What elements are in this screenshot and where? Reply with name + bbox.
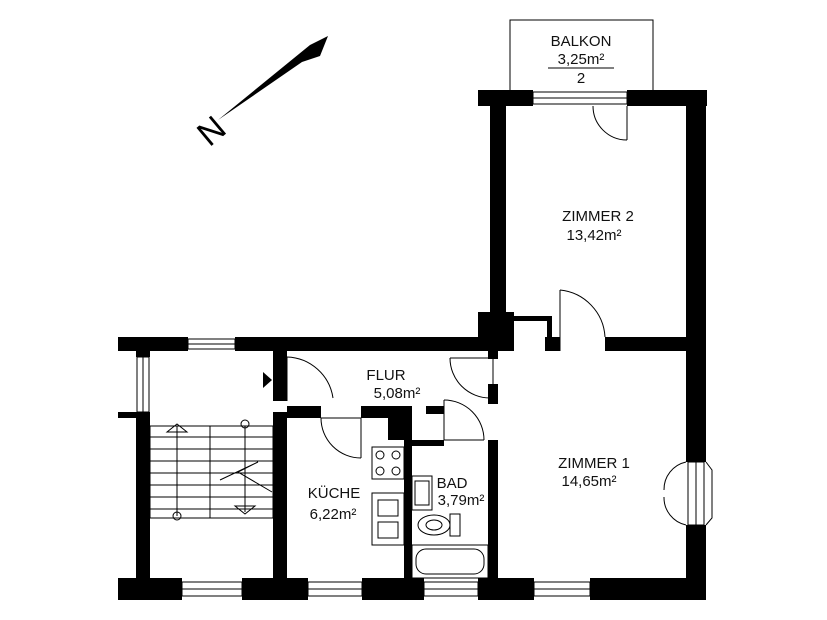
zimmer1-area: 14,65m² [561, 473, 616, 490]
outer-walls [118, 90, 707, 600]
zimmer2-area: 13,42m² [566, 227, 621, 244]
kueche-name: KÜCHE [308, 484, 361, 502]
flur-name: FLUR [366, 367, 405, 384]
room-balkon: BALKON 3,25m² 2 [548, 33, 614, 87]
room-bad: BAD 3,79m² [437, 475, 485, 509]
bad-area: 3,79m² [438, 492, 485, 509]
room-zimmer-1: ZIMMER 1 14,65m² [558, 455, 630, 490]
staircase [149, 419, 274, 521]
kueche-area: 6,22m² [310, 506, 357, 523]
bad-name: BAD [437, 475, 468, 492]
balcony [509, 19, 654, 90]
balkon-area: 3,25m² [558, 51, 605, 68]
zimmer2-name: ZIMMER 2 [562, 208, 634, 225]
kitchen-fixtures [371, 446, 405, 546]
zimmer1-name: ZIMMER 1 [558, 455, 630, 472]
bath-fixtures [411, 475, 489, 579]
room-flur: FLUR 5,08m² [366, 367, 420, 402]
flur-area: 5,08m² [374, 385, 421, 402]
north-label: N [190, 109, 233, 154]
doors [263, 105, 687, 526]
north-arrow-icon: N [190, 36, 328, 154]
balkon-index: 2 [577, 70, 585, 87]
balkon-name: BALKON [551, 33, 612, 50]
room-zimmer-2: ZIMMER 2 13,42m² [562, 208, 634, 244]
windows [136, 91, 713, 597]
room-kueche: KÜCHE 6,22m² [308, 484, 361, 523]
inner-walls [273, 351, 498, 578]
